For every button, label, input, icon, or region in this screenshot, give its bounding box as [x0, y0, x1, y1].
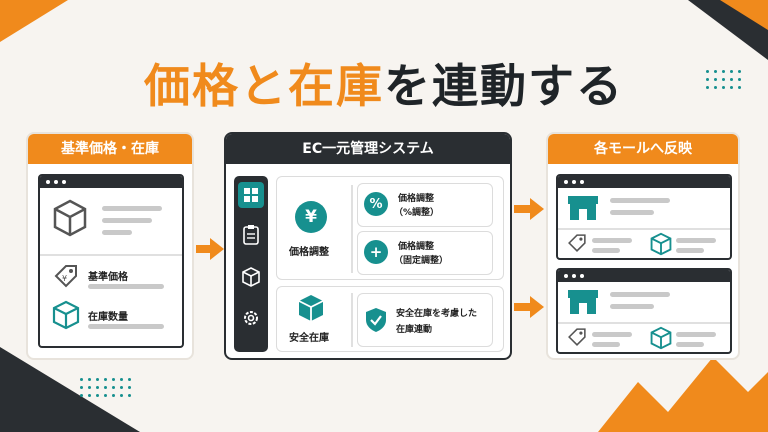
shield-check-icon [366, 308, 386, 332]
storefront-icon [568, 196, 598, 220]
box-icon-teal [650, 232, 672, 256]
price-adjust-percent-option[interactable]: % 価格調整 （%調整） [357, 183, 493, 227]
price-tag-icon [568, 234, 586, 252]
grid-icon[interactable] [238, 182, 264, 208]
corner-decoration-bottom-left [0, 347, 140, 432]
title-highlight: 価格と在庫 [144, 59, 384, 113]
safety-stock-option[interactable]: 安全在庫を考慮した 在庫連動 [357, 293, 493, 347]
price-tag-icon: ¥ [54, 265, 77, 288]
title-rest: を連動する [384, 59, 624, 113]
box-icon [53, 199, 87, 237]
center-panel-header: EC一元管理システム [226, 134, 510, 164]
left-item-stock-label: 在庫数量 [88, 312, 128, 323]
corner-decoration-top-left [0, 0, 68, 42]
center-panel: EC一元管理システム ¥ 価格調整 % 価格調整 （%調整） + 価格調整 （固… [224, 132, 512, 360]
dot-pattern-top-right [706, 70, 741, 89]
safety-stock-section: 安全在庫 安全在庫を考慮した 在庫連動 [276, 286, 504, 352]
price-adjust-fixed-option[interactable]: + 価格調整 （固定調整） [357, 231, 493, 275]
flow-arrow-right-bottom [514, 296, 544, 318]
price-adjust-label: 価格調整 [289, 247, 329, 258]
percent-icon: % [364, 192, 388, 216]
right-panel: 各モールへ反映 [546, 132, 740, 360]
safety-stock-label: 安全在庫 [289, 333, 329, 344]
svg-text:¥: ¥ [62, 274, 67, 283]
storefront-icon [568, 290, 598, 314]
dot-pattern-bottom-left [80, 378, 131, 397]
mall-window-2 [556, 268, 732, 354]
window-titlebar [40, 176, 182, 188]
price-tag-icon [568, 328, 586, 346]
gear-icon[interactable] [241, 308, 261, 328]
left-panel: 基準価格・在庫 ¥ 基準価格 在庫数量 [26, 132, 194, 360]
mall-window-1 [556, 174, 732, 260]
corner-decoration-top-right [688, 0, 768, 60]
box-icon-filled [298, 295, 324, 321]
box-icon-teal [650, 326, 672, 350]
flow-arrow-right-top [514, 198, 544, 220]
page-title: 価格と在庫を連動する [0, 50, 768, 116]
flow-arrow-left [196, 238, 224, 260]
yen-icon: ¥ [295, 201, 327, 233]
price-adjust-section: ¥ 価格調整 % 価格調整 （%調整） + 価格調整 （固定調整） [276, 176, 504, 280]
center-sidebar [234, 176, 268, 352]
left-item-price-label: 基準価格 [88, 272, 128, 283]
left-window: ¥ 基準価格 在庫数量 [38, 174, 184, 348]
left-panel-header: 基準価格・在庫 [28, 134, 192, 164]
corner-decoration-bottom-right [598, 357, 768, 432]
clipboard-icon[interactable] [242, 224, 260, 246]
box-icon-teal [52, 300, 80, 330]
right-panel-header: 各モールへ反映 [548, 134, 738, 164]
plus-icon: + [364, 240, 388, 264]
package-icon[interactable] [241, 266, 261, 288]
